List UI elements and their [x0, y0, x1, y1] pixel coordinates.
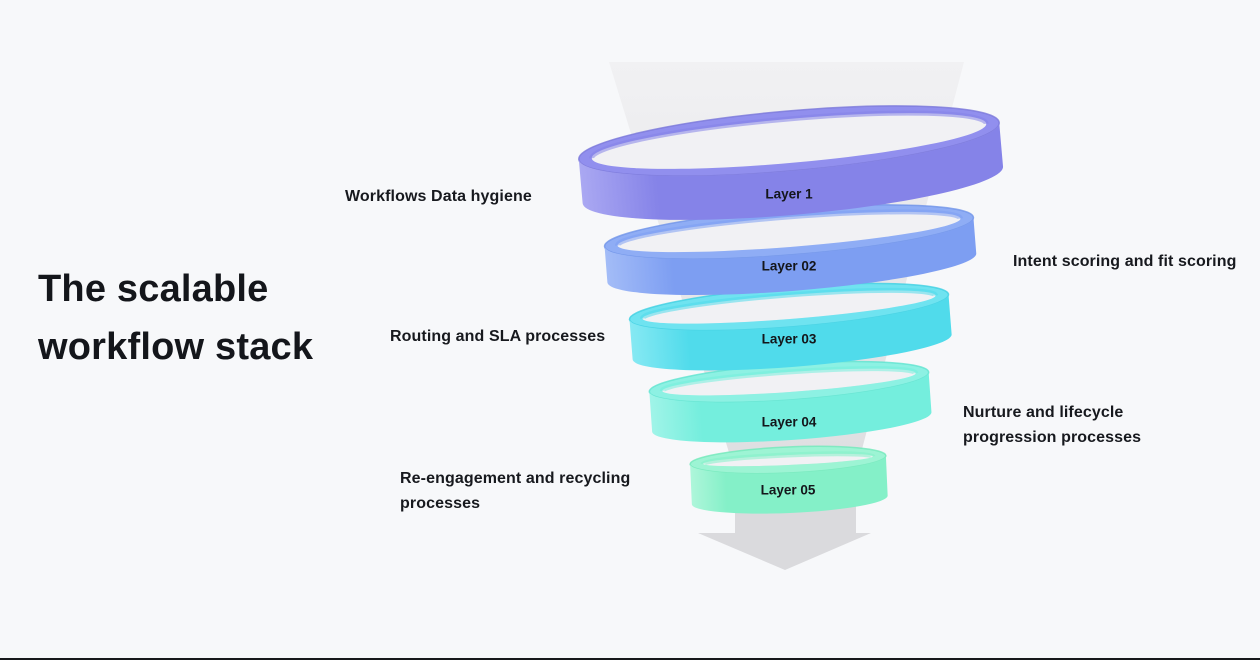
funnel-ring-4	[648, 360, 932, 443]
ring-inner-wall	[639, 287, 939, 320]
bottom-border	[0, 658, 1260, 660]
ring-opening	[617, 211, 961, 253]
annotation-intent-fit-scoring: Intent scoring and fit scoring	[1013, 253, 1237, 270]
ring-band	[578, 122, 1004, 220]
ring-opening	[703, 453, 873, 467]
funnel-ring-label-4: Layer 04	[762, 415, 817, 430]
ring-inner-wall	[700, 451, 876, 466]
page-title: The scalable workflow stack	[38, 260, 313, 376]
funnel-ring-label-2: Layer 02	[762, 259, 817, 274]
funnel-ring-1	[578, 105, 1004, 220]
ring-band	[690, 455, 888, 514]
funnel-ring-3	[628, 282, 952, 371]
funnel-ring-5	[689, 445, 888, 514]
ring-opening	[662, 368, 916, 396]
annotation-nurture-lifecycle: Nurture and lifecycle progression proces…	[963, 404, 1142, 446]
page-title-line-1: The scalable	[38, 268, 269, 310]
funnel-ring-labels: Layer 1 Layer 02 Layer 03 Layer 04 Layer 05	[761, 187, 817, 498]
annotation-routing-sla: Routing and SLA processes	[390, 328, 606, 345]
ring-opening	[591, 113, 987, 169]
ring-opening	[642, 290, 936, 324]
ring-band	[604, 217, 977, 296]
ring-band	[649, 372, 932, 443]
ring-inner-wall	[615, 209, 963, 247]
annotation-reengagement-recycling: Re-engagement and recycling processes	[400, 470, 631, 512]
funnel-ring-label-5: Layer 05	[761, 483, 816, 498]
funnel-rings	[578, 105, 1004, 514]
ring-inner-wall	[589, 110, 989, 159]
page-title-line-2: workflow stack	[38, 326, 314, 368]
annotation-workflows-data-hygiene: Workflows Data hygiene	[345, 188, 532, 205]
funnel-ring-label-3: Layer 03	[762, 332, 817, 347]
ring-band	[629, 294, 952, 371]
ring-inner-wall	[659, 366, 919, 393]
funnel-ring-label-1: Layer 1	[765, 187, 813, 202]
